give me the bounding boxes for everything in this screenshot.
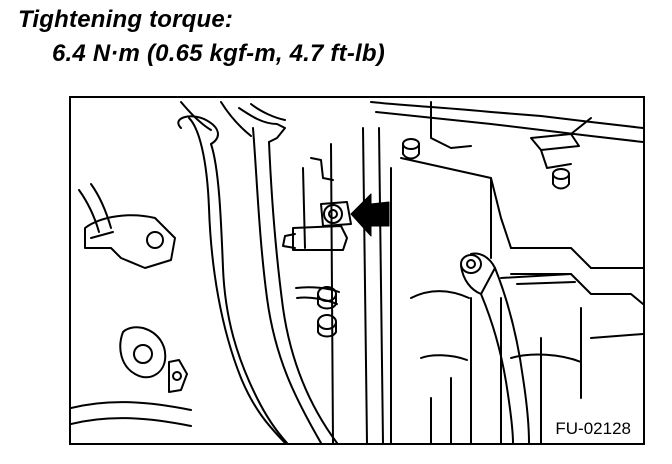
torque-title: Tightening torque: [18,6,234,33]
left-bracket [78,183,176,269]
figure-code-label: FU-02128 [553,419,633,439]
engine-block [390,157,643,443]
engine-diagram-frame: FU-02128 [69,96,645,445]
upper-bolts [402,117,592,190]
pointer-arrow [350,193,390,237]
lower-nuts [317,286,337,338]
engine-diagram [71,101,643,443]
bolt-target [282,201,352,251]
torque-spec: 6.4 N·m (0.65 kgf-m, 4.7 ft-lb) [52,40,385,67]
central-panel [295,127,384,443]
sensor-cable [460,252,576,443]
hoses-left [177,103,338,443]
left-lower-parts [71,326,192,427]
upper-structure [180,101,643,149]
